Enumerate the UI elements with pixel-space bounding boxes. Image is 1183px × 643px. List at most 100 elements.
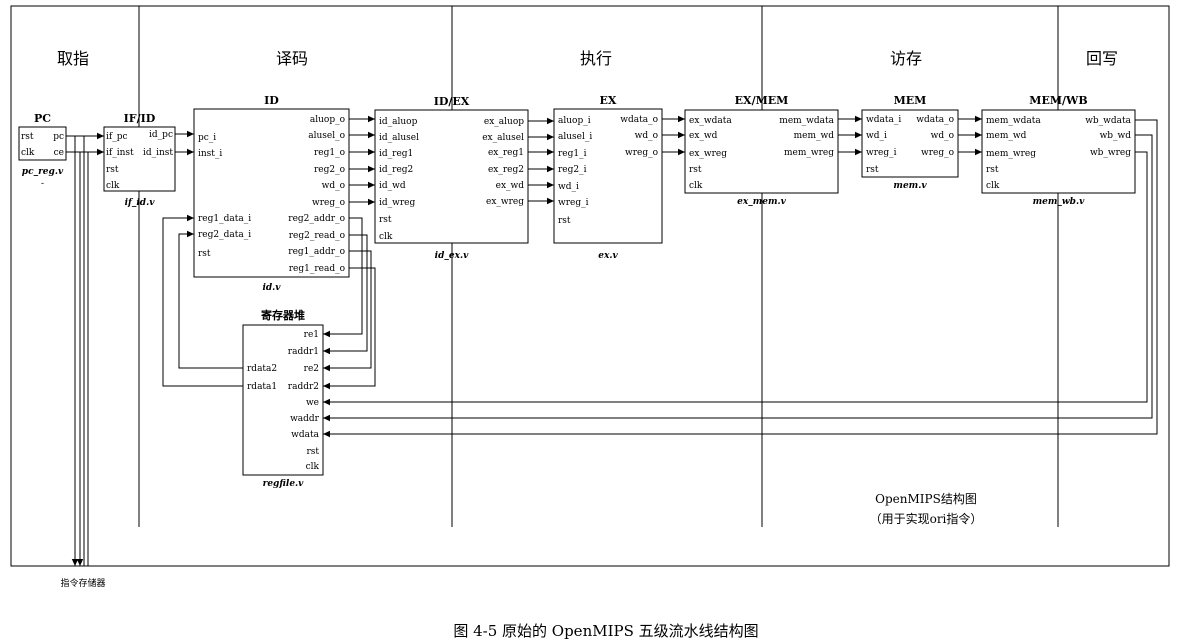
port-wdata: wdata — [291, 430, 319, 440]
module-exmem-caption: ex_mem.v — [737, 197, 786, 207]
module-id-box — [193, 108, 350, 278]
port-mem_wdata: mem_wdata — [986, 116, 1041, 126]
port-wreg_o: wreg_o — [921, 148, 954, 158]
port-ex_aluop: ex_aluop — [484, 117, 524, 127]
port-clk: clk — [986, 181, 1000, 191]
stage-header: 取指 — [57, 49, 89, 68]
port-clk: clk — [379, 232, 393, 242]
wire — [323, 250, 372, 372]
wire — [323, 151, 1148, 406]
port-reg2_read_o: reg2_read_o — [289, 231, 345, 241]
port-id_inst: id_inst — [143, 148, 173, 158]
diagram-note-subtitle: （用于实现ori指令） — [870, 511, 983, 526]
port-id_wd: id_wd — [379, 181, 406, 191]
port-ex_wd: ex_wd — [689, 131, 718, 141]
port-wdata_o: wdata_o — [620, 115, 658, 125]
module-exmem-title: EX/MEM — [735, 94, 789, 107]
port-rst: rst — [866, 165, 879, 175]
port-wb_wd: wb_wd — [1100, 131, 1132, 141]
stage-header: 访存 — [890, 49, 922, 68]
port-wd_i: wd_i — [866, 131, 887, 141]
port-we: we — [306, 398, 319, 408]
port-ex_wreg: ex_wreg — [486, 197, 524, 207]
module-memwb-box — [981, 109, 1136, 194]
module-id-caption: id.v — [262, 283, 281, 293]
stage-header: 回写 — [1086, 49, 1118, 68]
port-re2: re2 — [304, 364, 319, 374]
wire — [83, 135, 104, 566]
module-mem-caption: mem.v — [893, 181, 927, 191]
port-aluop_o: aluop_o — [310, 115, 345, 125]
port-wd_o: wd_o — [635, 131, 658, 141]
port-wd_o: wd_o — [322, 181, 345, 191]
port-rst: rst — [21, 132, 34, 142]
module-pc-title: PC — [34, 112, 51, 125]
module-ex-caption: ex.v — [598, 251, 618, 261]
port-ex_reg1: ex_reg1 — [488, 148, 524, 158]
port-reg2_o: reg2_o — [314, 165, 345, 175]
module-ifid-box — [103, 126, 176, 192]
module-ex-box — [553, 108, 663, 244]
port-id_wreg: id_wreg — [379, 198, 415, 208]
port-if_pc: if_pc — [106, 132, 128, 142]
port-clk: clk — [106, 181, 120, 191]
port-inst_i: inst_i — [198, 149, 222, 159]
module-pc-caption: pc_reg.v — [22, 167, 64, 177]
port-rst: rst — [379, 215, 392, 225]
port-clk: clk — [21, 148, 35, 158]
port-mem_wd: mem_wd — [986, 131, 1027, 141]
module-mem-title: MEM — [894, 94, 927, 107]
module-ex-title: EX — [600, 94, 617, 107]
port-rst: rst — [689, 165, 702, 175]
port-rdata2: rdata2 — [247, 364, 277, 374]
port-ex_wreg: ex_wreg — [689, 149, 727, 159]
wire — [323, 267, 376, 390]
module-mem-box — [861, 109, 959, 178]
port-id_pc: id_pc — [149, 130, 173, 140]
port-pc_i: pc_i — [198, 133, 216, 143]
port-ex_reg2: ex_reg2 — [488, 165, 524, 175]
port-id_aluop: id_aluop — [379, 117, 418, 127]
wire — [178, 230, 243, 369]
port-wd_i: wd_i — [558, 182, 579, 192]
module-regfile-caption: regfile.v — [263, 479, 305, 489]
port-wb_wreg: wb_wreg — [1090, 148, 1131, 158]
wire — [162, 214, 243, 387]
port-wreg_i: wreg_i — [866, 148, 897, 158]
module-ifid-title: IF/ID — [124, 112, 156, 125]
port-wdata_i: wdata_i — [866, 115, 901, 125]
port-reg1_i: reg1_i — [558, 149, 587, 159]
pc-dash: - — [41, 179, 44, 189]
stage-header: 执行 — [580, 49, 612, 68]
port-reg1_data_i: reg1_data_i — [198, 214, 251, 224]
port-rst: rst — [306, 447, 319, 457]
port-re1: re1 — [304, 330, 319, 340]
wire — [323, 134, 1153, 422]
port-ex_wd: ex_wd — [496, 181, 525, 191]
module-regfile-title: 寄存器堆 — [261, 308, 305, 322]
port-ce: ce — [54, 148, 64, 158]
port-mem_wreg: mem_wreg — [784, 148, 834, 158]
wires — [66, 115, 1158, 566]
module-idex-caption: id_ex.v — [435, 251, 469, 261]
port-mem_wreg: mem_wreg — [986, 149, 1036, 159]
port-clk: clk — [689, 181, 703, 191]
port-id_reg2: id_reg2 — [379, 165, 413, 175]
port-wreg_i: wreg_i — [558, 198, 589, 208]
port-alusel_i: alusel_i — [558, 132, 592, 142]
port-mem_wdata: mem_wdata — [779, 116, 834, 126]
port-mem_wd: mem_wd — [794, 131, 835, 141]
port-rst: rst — [106, 165, 119, 175]
port-wreg_o: wreg_o — [625, 148, 658, 158]
port-aluop_i: aluop_i — [558, 116, 591, 126]
port-rst: rst — [558, 216, 571, 226]
port-raddr2: raddr2 — [288, 382, 319, 392]
port-rst: rst — [986, 165, 999, 175]
figure-caption: 图 4-5 原始的 OpenMIPS 五级流水线结构图 — [453, 622, 758, 640]
module-idex-title: ID/EX — [434, 95, 470, 108]
module-memwb-caption: mem_wb.v — [1033, 197, 1085, 207]
port-alusel_o: alusel_o — [308, 131, 345, 141]
port-reg2_data_i: reg2_data_i — [198, 230, 251, 240]
port-if_inst: if_inst — [106, 148, 134, 158]
module-regfile-box — [242, 324, 324, 476]
